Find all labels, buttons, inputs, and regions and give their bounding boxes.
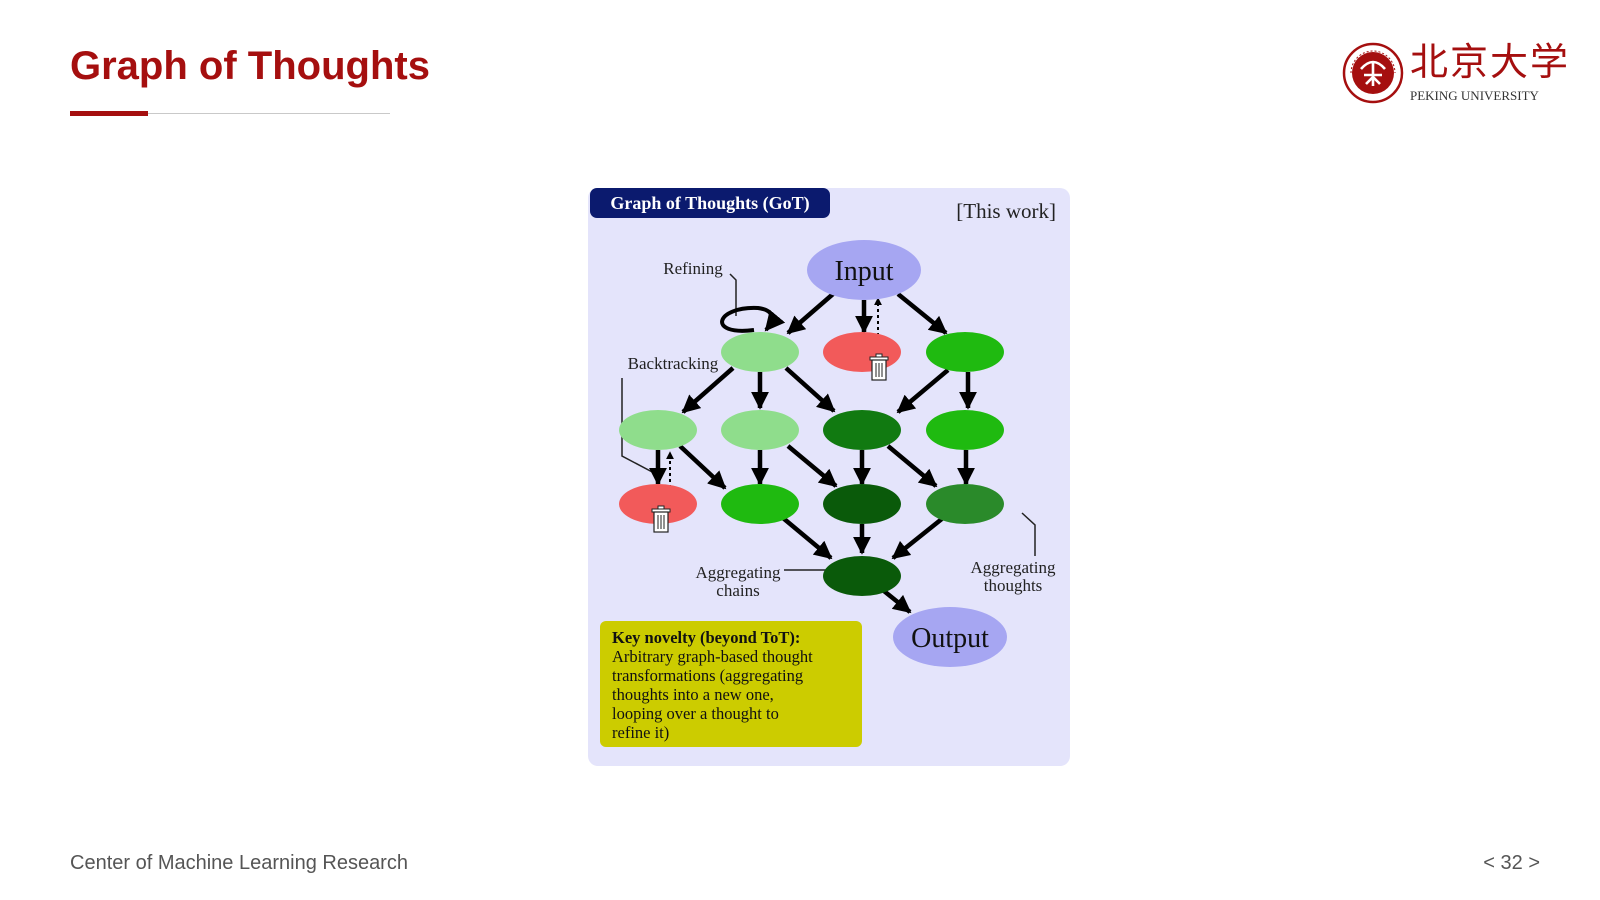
edge xyxy=(678,444,727,490)
backtrack-edges xyxy=(666,297,882,488)
got-badge xyxy=(590,188,830,218)
aggregating-chains-label-2: chains xyxy=(716,581,759,600)
thought-node xyxy=(721,410,799,450)
thought-node xyxy=(926,484,1004,524)
key-novelty-box xyxy=(600,621,862,747)
page-number: < 32 > xyxy=(1483,852,1540,874)
got-badge-label: Graph of Thoughts (GoT) xyxy=(610,193,809,214)
got-diagram: Graph of Thoughts (GoT) [This work] Refi… xyxy=(588,188,1070,766)
discarded-thought-node xyxy=(823,332,901,372)
edge xyxy=(786,292,835,335)
backtracking-leader xyxy=(621,378,657,475)
title-accent-bar xyxy=(70,111,148,116)
edge xyxy=(786,444,838,488)
thought-node xyxy=(619,410,697,450)
output-node-label: Output xyxy=(911,623,989,654)
university-seal-icon xyxy=(1342,42,1404,104)
refining-loop-arrow xyxy=(720,305,786,333)
edge xyxy=(681,366,735,414)
edge xyxy=(896,292,948,335)
trash-icon xyxy=(869,353,889,381)
title-underline xyxy=(70,113,390,114)
aggregating-thoughts-leader xyxy=(1021,512,1036,556)
input-node xyxy=(807,240,921,300)
aggregating-thoughts-label: Aggregating xyxy=(971,558,1056,577)
trash-icon xyxy=(651,505,671,533)
input-node-label: Input xyxy=(834,256,893,287)
edge xyxy=(784,366,836,413)
aggregating-thoughts-label-2: thoughts xyxy=(984,576,1043,595)
edge xyxy=(882,589,912,614)
edge xyxy=(891,516,945,560)
refining-leader xyxy=(729,273,737,316)
backtracking-label: Backtracking xyxy=(628,354,719,373)
university-name-chinese: 北京大学 xyxy=(1410,40,1571,84)
key-novelty-line: looping over a thought to xyxy=(612,704,779,723)
output-node xyxy=(893,607,1007,667)
thought-node xyxy=(721,332,799,372)
thought-node xyxy=(823,484,901,524)
key-novelty-line: refine it) xyxy=(612,723,669,742)
university-logo: 北京大学 PEKING UNIVERSITY xyxy=(1342,40,1568,110)
aggregated-thought-node xyxy=(823,556,901,596)
refining-label: Refining xyxy=(663,259,723,278)
university-name-english: PEKING UNIVERSITY xyxy=(1410,88,1539,103)
discarded-thought-node xyxy=(619,484,697,524)
thought-node xyxy=(721,484,799,524)
thought-node xyxy=(823,410,901,450)
this-work-tag: [This work] xyxy=(956,199,1056,223)
key-novelty-line: Arbitrary graph-based thought xyxy=(612,647,813,666)
edge xyxy=(886,444,938,488)
slide-title: Graph of Thoughts xyxy=(70,44,430,88)
footer-organization: Center of Machine Learning Research xyxy=(70,852,408,874)
key-novelty-line: transformations (aggregating xyxy=(612,666,803,685)
thought-node xyxy=(926,410,1004,450)
key-novelty-line: thoughts into a new one, xyxy=(612,685,774,704)
key-novelty-heading: Key novelty (beyond ToT): xyxy=(612,628,800,647)
thought-node xyxy=(926,332,1004,372)
aggregating-chains-label: Aggregating xyxy=(696,563,781,582)
edges xyxy=(649,292,977,614)
edge xyxy=(781,516,833,560)
edge xyxy=(896,368,950,414)
